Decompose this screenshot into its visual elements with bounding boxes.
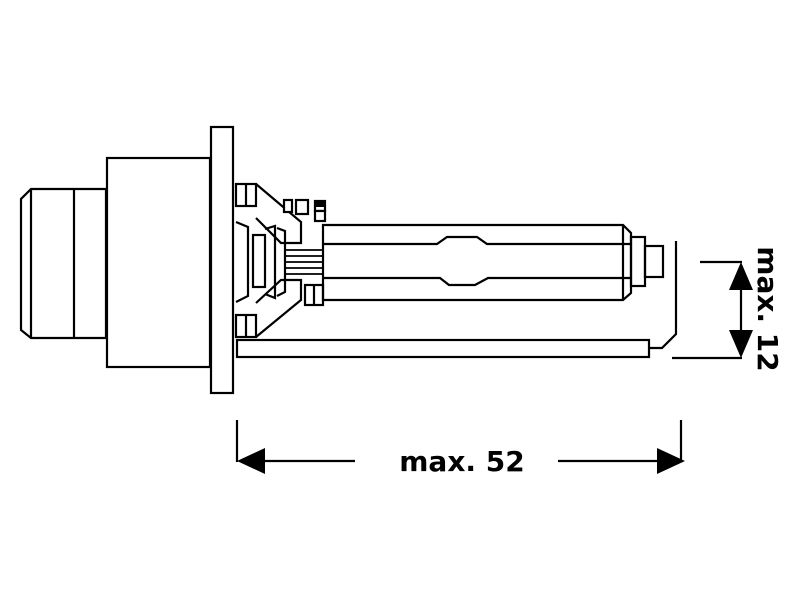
discharge-tube [321,223,665,302]
arrow-left-icon [237,448,265,474]
arrow-up-icon [729,262,753,290]
connector-plug [19,187,108,340]
length-dimension-label: max. 52 [399,445,524,478]
base-housing [105,156,212,369]
height-dimension: max. 12 [672,246,784,372]
lamp-holder-cage [234,182,327,339]
height-dimension-label: max. 12 [751,246,784,371]
arrow-down-icon [729,330,753,358]
return-lead-wire [235,241,678,359]
arrow-right-icon [657,448,685,474]
mounting-flange [209,125,235,395]
length-dimension: max. 52 [235,420,685,478]
